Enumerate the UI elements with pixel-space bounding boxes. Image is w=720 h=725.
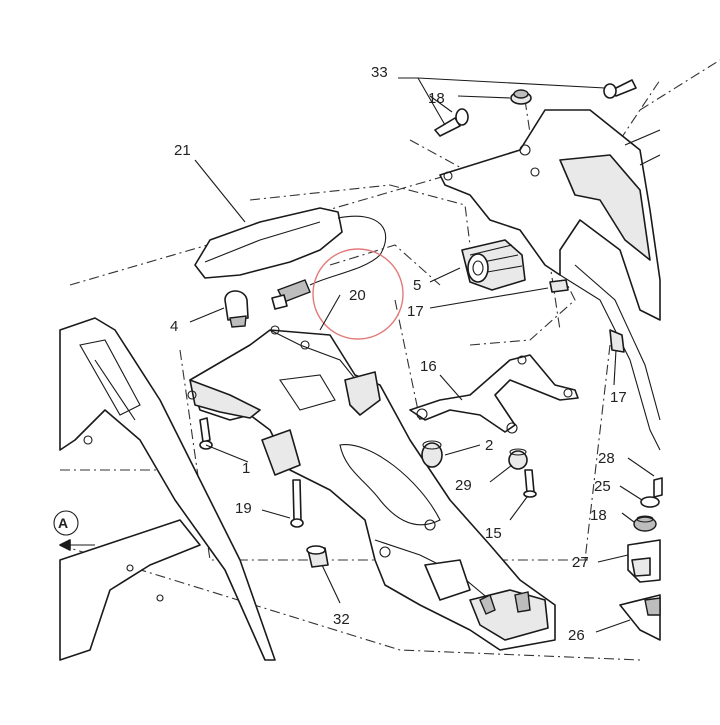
part-18-right-grommet xyxy=(633,515,657,532)
part-32-spacer xyxy=(306,545,329,568)
label-18-right: 18 xyxy=(590,507,607,524)
part-16-bracket xyxy=(409,354,579,434)
label-5: 5 xyxy=(413,277,421,294)
label-15: 15 xyxy=(485,525,502,542)
part-33-bolt xyxy=(603,79,637,99)
label-a: A xyxy=(58,515,68,531)
left-pipe-part xyxy=(59,519,201,661)
label-18-top: 18 xyxy=(428,90,445,107)
label-16: 16 xyxy=(420,358,437,375)
part-29-grommet xyxy=(508,448,528,470)
label-2: 2 xyxy=(485,437,493,454)
label-19: 19 xyxy=(235,500,252,517)
label-29: 29 xyxy=(455,477,472,494)
rear-subframe-part xyxy=(439,109,661,451)
reference-marker-a xyxy=(53,510,95,551)
label-17-top: 17 xyxy=(407,303,424,320)
label-33: 33 xyxy=(371,64,388,81)
part-labels: 33 18 21 5 20 17 4 16 17 2 1 29 28 25 19… xyxy=(58,64,627,644)
part-25-washer xyxy=(640,496,660,508)
label-27: 27 xyxy=(572,554,589,571)
part-1-screw xyxy=(199,417,213,450)
left-fairing-part xyxy=(59,317,276,661)
main-plate-holder-part xyxy=(187,325,556,651)
part-4-bulb xyxy=(224,290,249,328)
label-21: 21 xyxy=(174,142,191,159)
part-2-grommet xyxy=(421,440,443,468)
part-18-top-nut xyxy=(510,89,532,105)
label-25: 25 xyxy=(594,478,611,495)
part-18-top-bolt xyxy=(434,108,469,137)
part-19-screw xyxy=(290,479,304,528)
highlight-circle xyxy=(312,248,404,340)
label-26: 26 xyxy=(568,627,585,644)
part-28-screw xyxy=(653,477,663,498)
part-15-screw xyxy=(523,469,537,498)
part-5-rubber-grommet xyxy=(461,239,526,291)
label-17-right: 17 xyxy=(610,389,627,406)
part-26-connector xyxy=(619,594,661,641)
label-32: 32 xyxy=(333,611,350,628)
part-21-lamp xyxy=(194,207,387,310)
label-28: 28 xyxy=(598,450,615,467)
part-27-bracket xyxy=(627,539,661,583)
label-20: 20 xyxy=(349,287,366,304)
leader-lines xyxy=(189,77,655,633)
label-1: 1 xyxy=(242,460,250,477)
label-4: 4 xyxy=(170,318,178,335)
part-17-clip xyxy=(549,279,625,353)
